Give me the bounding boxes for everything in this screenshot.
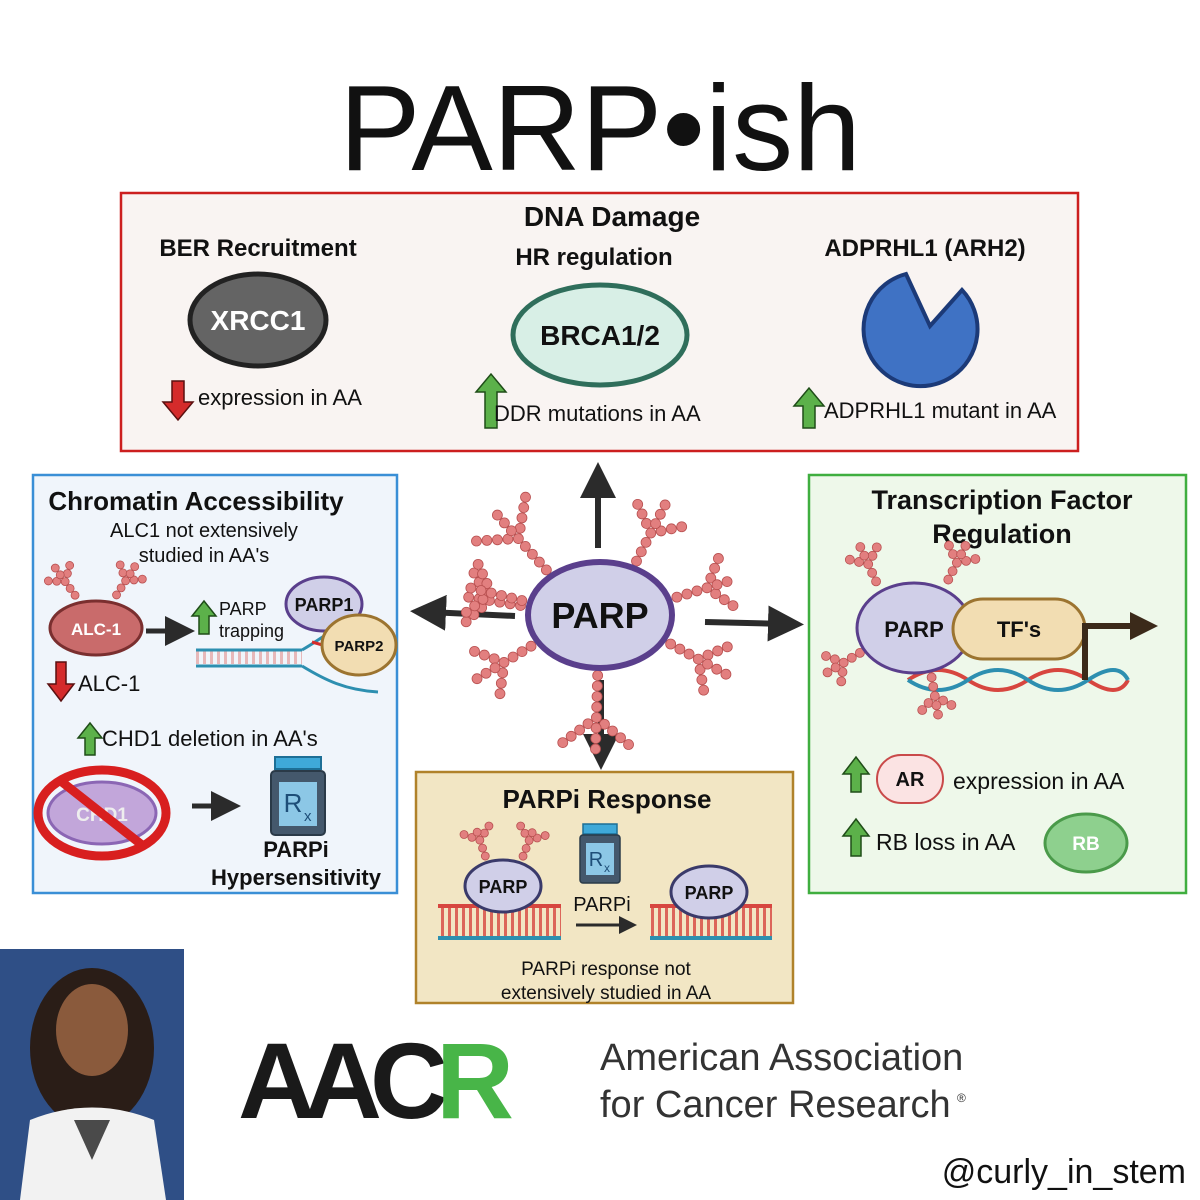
up-arrow-icon — [474, 372, 508, 429]
hypersensitivity-2: Hypersensitivity — [211, 865, 382, 890]
transcription-start-arrow-icon — [1082, 612, 1158, 680]
svg-text:R: R — [284, 788, 303, 818]
par-chain-icon — [43, 560, 147, 600]
tfs-label: TF's — [997, 617, 1041, 642]
parp-center-icon — [525, 559, 675, 671]
up-arrow-icon — [190, 599, 218, 635]
dna-fork-icon — [196, 623, 379, 694]
adprhl1-label: ADPRHL1 (ARH2) — [824, 235, 1025, 262]
response-note-2: extensively studied in AA — [501, 983, 712, 1004]
rb-note: RB loss in AA — [876, 829, 1016, 855]
hypersensitivity-1: PARPi — [263, 837, 329, 862]
response-parp-left: PARP — [479, 877, 528, 897]
response-title: PARPi Response — [502, 784, 711, 814]
chromatin-panel: Chromatin Accessibility ALC1 not extensi… — [31, 473, 399, 895]
down-arrow-icon — [161, 380, 195, 422]
up-arrow-icon — [841, 817, 871, 857]
rx-bottle-icon: R x — [579, 823, 621, 884]
rx-bottle-icon: R x — [270, 756, 326, 836]
dna-helix-icon — [906, 668, 1130, 692]
aacr-name-1: American Association — [600, 1037, 963, 1079]
up-arrow-icon — [841, 755, 871, 793]
tf-parp-label: PARP — [884, 617, 944, 642]
dna-damage-header: DNA Damage — [524, 201, 700, 232]
chd1-deleted-icon: CHD1 — [33, 765, 171, 861]
svg-text:x: x — [604, 861, 610, 875]
response-parp-left-icon — [463, 858, 543, 914]
chromatin-subtitle-2: studied in AA's — [139, 545, 270, 567]
tf-title-2: Regulation — [932, 519, 1072, 549]
adprhl1-note: ADPRHL1 mutant in AA — [824, 398, 1057, 423]
up-arrow-icon — [76, 721, 104, 756]
page-title: PARP•ish — [339, 60, 861, 196]
aacr-name-2: for Cancer Research — [600, 1084, 951, 1126]
response-parp-right: PARP — [685, 883, 734, 903]
tf-title-1: Transcription Factor — [871, 485, 1133, 515]
alc1-label: ALC-1 — [71, 620, 121, 639]
alc1-protein-icon — [48, 599, 144, 657]
transcription-panel: Transcription Factor Regulation PARP TF'… — [807, 473, 1188, 895]
parp-center-label: PARP — [551, 595, 648, 636]
chromatin-subtitle-1: ALC1 not extensively — [110, 520, 298, 542]
hr-regulation-label: HR regulation — [515, 244, 672, 271]
par-chain-icon — [821, 540, 981, 720]
chd1-deletion-note: CHD1 deletion in AA's — [102, 726, 318, 751]
dna-damage-panel: DNA Damage BER Recruitment XRCC1 express… — [119, 191, 1080, 453]
rb-badge-icon — [1043, 812, 1129, 874]
parp-trapping-1: PARP — [219, 599, 267, 619]
par-chain-icon — [460, 491, 739, 755]
ber-recruitment-label: BER Recruitment — [159, 235, 356, 262]
up-arrow-icon — [792, 386, 826, 429]
chromatin-title: Chromatin Accessibility — [48, 486, 344, 516]
brca-note: DDR mutations in AA — [494, 401, 701, 426]
svg-text:x: x — [304, 808, 312, 825]
ar-badge-icon — [876, 754, 944, 804]
aacr-logo-text: AACR — [238, 1020, 512, 1141]
pacman-icon — [861, 271, 980, 389]
xrcc1-note: expression in AA — [198, 385, 362, 410]
response-panel: PARPi Response PARP R x PARPi PARP PARPi… — [414, 770, 795, 1005]
brca-label: BRCA1/2 — [540, 320, 660, 351]
parpi-label: PARPi — [573, 894, 630, 916]
aacr-logo: AACR American Association for Cancer Res… — [238, 1020, 966, 1141]
aacr-registered: ® — [957, 1091, 966, 1105]
parp2-label: PARP2 — [335, 638, 384, 655]
parp1-label: PARP1 — [295, 595, 354, 615]
author-handle: @curly_in_stem — [942, 1153, 1186, 1191]
rb-label: RB — [1072, 834, 1099, 855]
svg-text:R: R — [589, 849, 603, 871]
response-parp-right-icon — [669, 864, 749, 920]
response-note-1: PARPi response not — [521, 959, 691, 980]
brca-protein-icon — [510, 282, 690, 388]
xrcc1-label: XRCC1 — [211, 305, 306, 336]
par-chain-icon — [459, 821, 550, 861]
down-arrow-icon — [46, 661, 76, 703]
alc1-down-label: ALC-1 — [78, 671, 140, 696]
xrcc1-protein-icon — [187, 271, 329, 369]
parp-trapping-2: trapping — [219, 621, 284, 641]
parp2-protein-icon — [320, 613, 398, 677]
ar-label: AR — [896, 769, 925, 791]
author-portrait — [0, 949, 184, 1200]
ar-note: expression in AA — [953, 768, 1125, 794]
